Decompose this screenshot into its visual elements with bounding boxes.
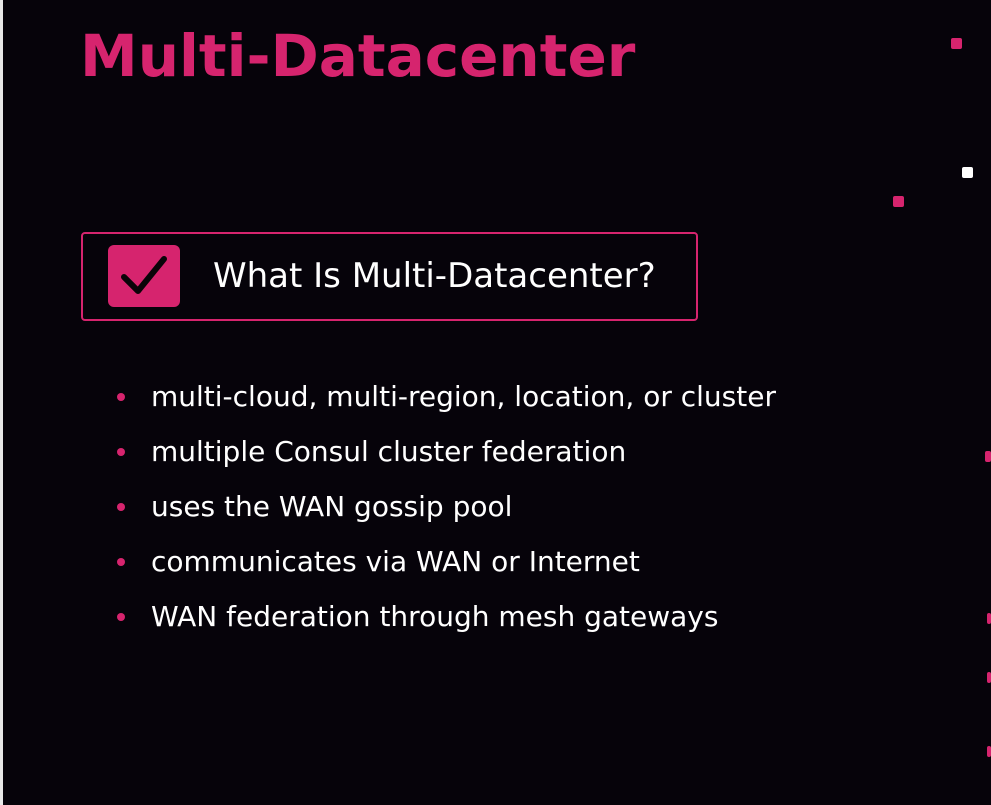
bullet-dot <box>117 503 125 511</box>
slide-title: Multi-Datacenter <box>80 22 636 90</box>
decor-dot <box>951 38 962 49</box>
bullet-item: multi-cloud, multi-region, location, or … <box>117 377 776 432</box>
bullet-text: uses the WAN gossip pool <box>151 490 513 523</box>
decor-dot <box>962 167 973 178</box>
decor-dot <box>985 451 991 462</box>
bullet-dot <box>117 558 125 566</box>
bullet-item: WAN federation through mesh gateways <box>117 597 776 652</box>
bullet-dot <box>117 613 125 621</box>
checkmark-icon <box>108 245 180 307</box>
bullet-dot <box>117 393 125 401</box>
bullet-item: communicates via WAN or Internet <box>117 542 776 597</box>
decor-dot <box>987 672 991 683</box>
decor-dot <box>893 196 904 207</box>
decor-dot <box>987 746 991 757</box>
slide-left-edge <box>0 0 3 805</box>
section-heading-box: What Is Multi-Datacenter? <box>81 232 698 321</box>
bullet-text: communicates via WAN or Internet <box>151 545 640 578</box>
bullet-text: WAN federation through mesh gateways <box>151 600 719 633</box>
bullet-item: uses the WAN gossip pool <box>117 487 776 542</box>
decor-dot <box>987 613 991 624</box>
bullet-text: multiple Consul cluster federation <box>151 435 627 468</box>
bullet-text: multi-cloud, multi-region, location, or … <box>151 380 776 413</box>
bullet-item: multiple Consul cluster federation <box>117 432 776 487</box>
section-heading: What Is Multi-Datacenter? <box>213 256 656 296</box>
bullet-list: multi-cloud, multi-region, location, or … <box>117 377 776 652</box>
bullet-dot <box>117 448 125 456</box>
